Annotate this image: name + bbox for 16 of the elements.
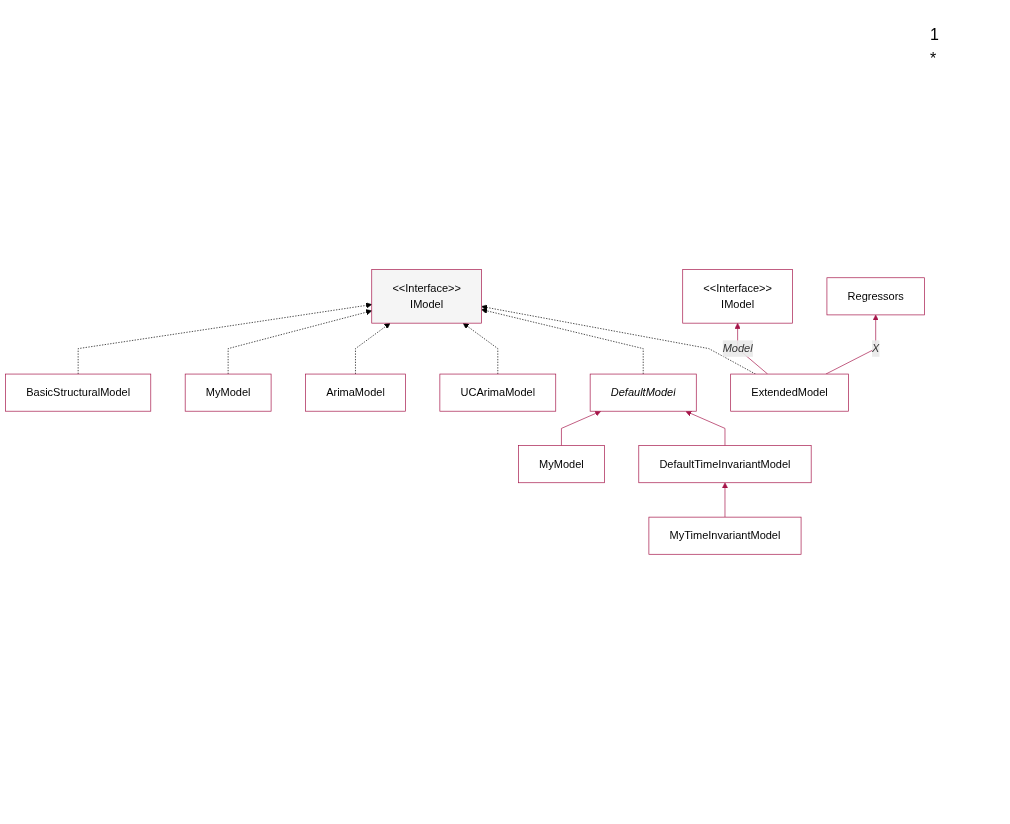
node-box: DefaultTimeInvariantModel <box>638 445 812 484</box>
node-box: MyModel <box>518 445 605 484</box>
edge-label: Model <box>722 342 753 355</box>
node-box: <<Interface>> IModel <box>371 269 482 324</box>
multiplicity-label: 1 <box>930 26 940 44</box>
node-box: BasicStructuralModel <box>5 373 152 412</box>
node-box: <<Interface>> IModel <box>682 269 793 324</box>
edge-label: X <box>872 342 880 355</box>
node-box: ArimaModel <box>305 373 406 412</box>
node-box: MyTimeInvariantModel <box>648 516 802 555</box>
node-box: UCArimaModel <box>439 373 557 412</box>
node-box: MyModel <box>184 373 272 412</box>
multiplicity-label: * <box>930 50 938 68</box>
node-box: Regressors <box>826 277 925 316</box>
node-box: DefaultModel <box>589 373 697 412</box>
node-box: ExtendedModel <box>730 373 849 412</box>
